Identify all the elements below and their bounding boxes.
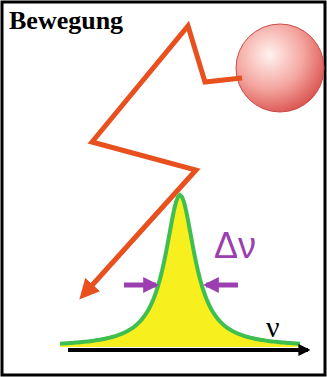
frame [2,2,325,375]
frequency-axis [68,348,308,352]
frequency-label: ν [266,312,280,342]
particle-sphere [236,24,324,112]
width-arrow [206,283,238,288]
width-label: Δν [214,228,256,264]
line-profile [60,195,300,344]
width-arrow [124,283,156,288]
title: Bewegung [9,8,123,34]
line-fill [60,195,300,347]
